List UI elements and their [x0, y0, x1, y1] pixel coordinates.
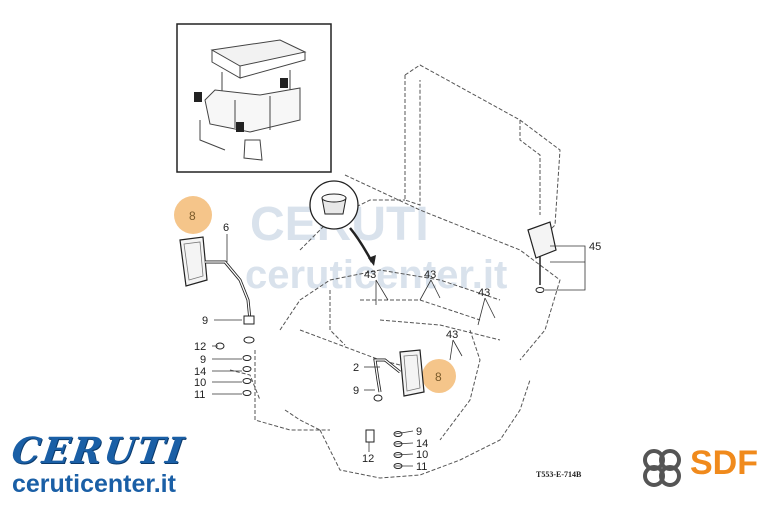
callout-14-right: 14	[416, 438, 428, 450]
callout-9-mid: 9	[353, 385, 359, 397]
fasteners-left	[215, 315, 255, 396]
highlight-8-top	[174, 196, 212, 234]
callout-12-left: 12	[194, 341, 206, 353]
ceruti-logo-url: ceruticenter.it	[12, 470, 176, 498]
mirror-center	[373, 349, 425, 397]
sdf-emblem-icon	[643, 449, 681, 487]
sdf-logo: SDF	[638, 440, 778, 500]
mirror-left	[179, 236, 252, 321]
mirror-marker-left	[194, 92, 202, 102]
callout-6: 6	[223, 222, 229, 234]
callout-43-b: 43	[424, 269, 436, 281]
callout-43-d: 43	[446, 329, 458, 341]
callout-43-c: 43	[478, 287, 490, 299]
callout-12-bottom: 12	[362, 453, 374, 465]
ceruti-logo: CERUTI ceruticenter.it	[9, 430, 252, 510]
callout-9-right: 9	[416, 426, 422, 438]
callout-10-left: 10	[194, 377, 206, 389]
callout-9-top: 9	[202, 315, 208, 327]
ceruti-logo-text: CERUTI	[9, 430, 188, 472]
cab-frame	[229, 64, 561, 479]
callout-9-left: 9	[200, 354, 206, 366]
highlight-8-mid	[422, 359, 456, 393]
callout-2: 2	[353, 362, 359, 374]
callout-10-right: 10	[416, 449, 428, 461]
diagram-code: T553-E-714B	[536, 470, 582, 479]
callout-45: 45	[589, 241, 601, 253]
callout-11-left: 11	[194, 389, 205, 401]
callout-43-a: 43	[364, 269, 376, 281]
bolt-detail	[309, 180, 376, 266]
callout-8-top: 8	[189, 209, 196, 223]
mirror-marker-top-right	[280, 78, 288, 88]
callout-14-left: 14	[194, 366, 206, 378]
mirror-marker-bottom	[236, 122, 244, 132]
sdf-logo-text: SDF	[690, 444, 758, 482]
mirror-right	[527, 221, 557, 293]
leader-lines	[212, 234, 586, 467]
callout-8-mid: 8	[435, 370, 442, 384]
callout-11-right: 11	[416, 461, 427, 473]
inset-overview	[176, 23, 332, 173]
